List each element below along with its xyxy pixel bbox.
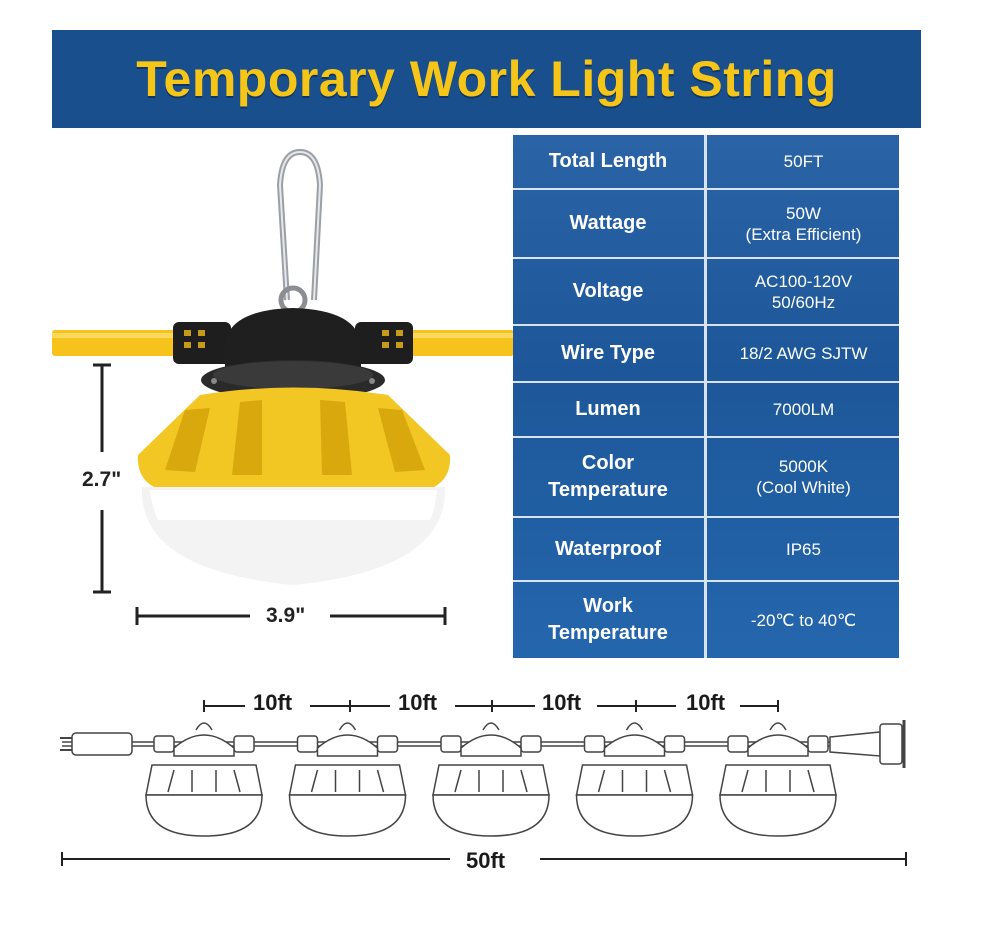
spec-value: 18/2 AWG SJTW [739,344,868,363]
spec-label: Total Length [548,150,668,172]
left-socket [173,322,231,364]
male-plug-icon [60,732,133,756]
spacing-label: 10ft [253,690,293,715]
lamp-icon [288,722,407,837]
title-banner: Temporary Work Light String [52,30,921,128]
housing-dome [225,308,361,372]
spec-row-total-length: Total Length 50FT [513,135,899,188]
spacing-label: 10ft [398,690,438,715]
height-dimension: 2.7" [82,468,122,491]
spec-row-waterproof: Waterproof IP65 [513,518,899,580]
spec-label: Voltage [572,280,644,302]
lamp-icon [719,722,837,837]
spec-row-lumen: Lumen 7000LM [513,383,899,436]
spec-value: 7000LM [772,400,835,419]
female-socket-icon [829,720,906,768]
lamp-icon [432,722,550,837]
spec-value: 50FT [783,152,824,171]
lamp-icon [145,722,263,837]
spacing-label: 10ft [686,690,726,715]
spacing-label: 10ft [542,690,582,715]
total-length-label: 50ft [466,848,506,873]
spec-value: IP65 [786,539,821,559]
yellow-guard [137,387,451,492]
spec-label: Wire Type [561,342,655,364]
spec-value: 5000K(Cool White) [756,457,851,497]
page-title: Temporary Work Light String [136,51,837,107]
spec-label: Lumen [575,398,641,420]
spec-table: Total Length 50FT Wattage 50W(Extra Effi… [513,135,899,658]
spec-value: 50W(Extra Efficient) [745,203,862,244]
spec-label: Wattage [569,212,647,234]
right-socket [355,322,413,364]
lamp-icon [575,722,694,837]
spec-label: Waterproof [555,537,661,560]
spec-row-wattage: Wattage 50W(Extra Efficient) [513,190,899,257]
width-dimension: 3.9" [266,604,306,627]
spec-value: -20℃ to 40℃ [750,610,857,630]
spec-row-wire-type: Wire Type 18/2 AWG SJTW [513,326,899,381]
